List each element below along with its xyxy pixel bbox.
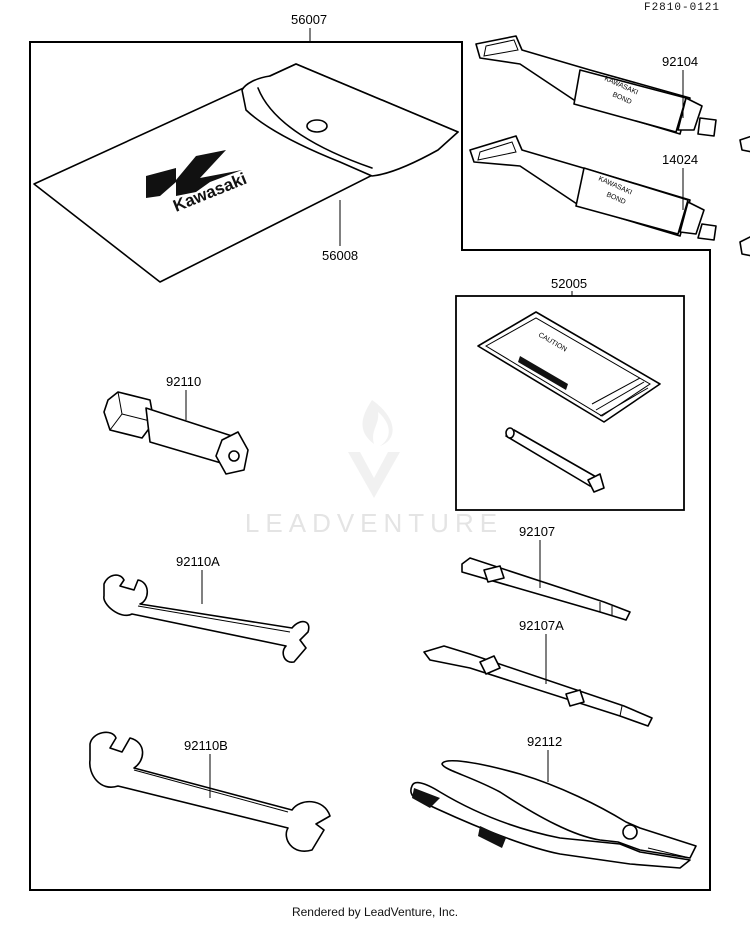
bond-tube-14024: KAWASAKI BOND xyxy=(469,135,750,257)
pliers-92112 xyxy=(410,760,697,869)
label-56008: 56008 xyxy=(322,248,358,263)
open-end-wrench-92110A xyxy=(103,574,310,663)
diagram-reference-code: F2810-0121 xyxy=(643,2,720,14)
kit-52005-frame xyxy=(455,295,685,511)
label-56007: 56007 xyxy=(291,12,327,27)
label-14024: 14024 xyxy=(662,152,698,167)
bond-tube-92104: KAWASAKI BOND xyxy=(475,35,750,153)
pouch-flap-crease xyxy=(257,87,373,169)
spark-plug-socket-92110 xyxy=(103,391,249,475)
watermark-flame-icon xyxy=(348,400,400,498)
screwdriver-92107A xyxy=(423,645,653,727)
screwdriver-92107 xyxy=(461,557,631,621)
footer-credit: Rendered by LeadVenture, Inc. xyxy=(291,905,459,919)
tool-pouch: Kawasaki xyxy=(33,63,459,283)
label-92107A: 92107A xyxy=(519,618,564,633)
label-92110B: 92110B xyxy=(184,738,228,753)
pouch-flap xyxy=(241,63,459,177)
pin-tool xyxy=(505,427,605,493)
label-92107: 92107 xyxy=(519,524,555,539)
label-92110A: 92110A xyxy=(176,554,220,569)
label-92112: 92112 xyxy=(527,734,562,749)
pouch-snap-button xyxy=(306,119,328,133)
watermark-text: LEADVENTURE xyxy=(245,508,503,538)
label-52005: 52005 xyxy=(551,276,587,291)
watermark: LEADVENTURE xyxy=(245,400,503,538)
caution-sachet: CAUTION xyxy=(477,311,661,423)
label-92110: 92110 xyxy=(166,374,201,389)
label-92104: 92104 xyxy=(662,54,698,69)
